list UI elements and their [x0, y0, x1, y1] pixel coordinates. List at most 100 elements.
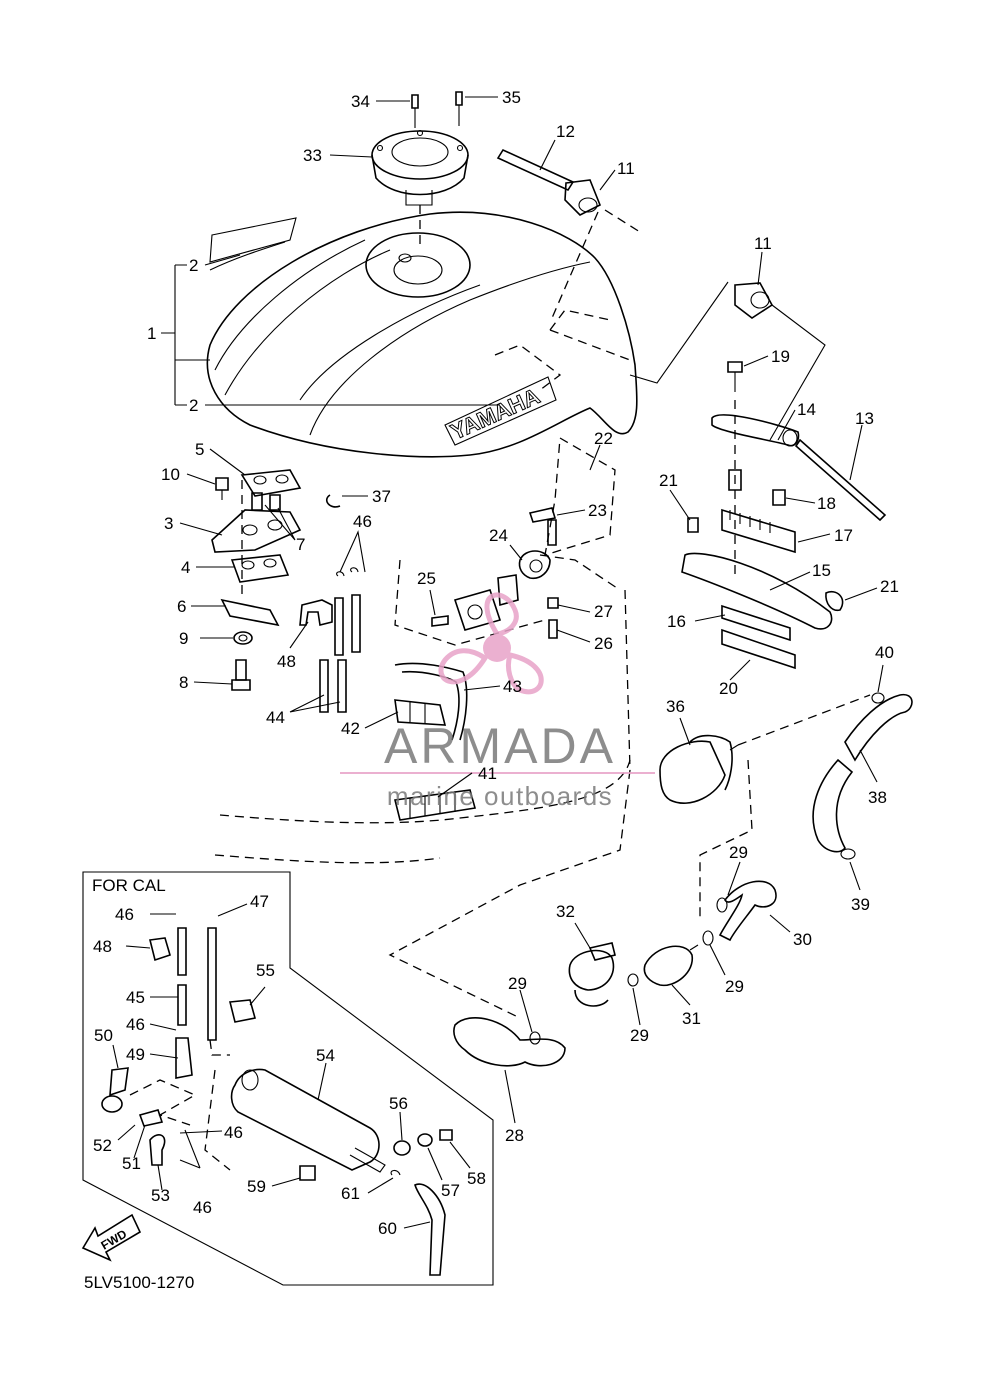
tank-outline-lower2 [214, 854, 441, 864]
callout-22: 22 [594, 429, 613, 448]
callout-51: 51 [122, 1154, 141, 1173]
callout-18: 18 [817, 494, 836, 513]
fuel-cap-assembly [371, 91, 469, 245]
callout-30: 30 [793, 930, 812, 949]
callout-24: 24 [489, 526, 508, 545]
callout-40: 40 [875, 643, 894, 662]
callout-12: 12 [556, 122, 575, 141]
propeller-logo-icon [438, 592, 544, 695]
fuel-tank: YAMAHA [206, 211, 638, 458]
watermark-tagline: marine outboards [387, 781, 613, 811]
watermark-brand: ARMADA [384, 718, 616, 774]
callout-27: 27 [594, 602, 613, 621]
callout-48-cal: 48 [93, 937, 112, 956]
callout-15: 15 [812, 561, 831, 580]
callout-56: 56 [389, 1094, 408, 1113]
callout-28: 28 [505, 1126, 524, 1145]
callout-2-bottom: 2 [189, 396, 198, 415]
callout-21-left: 21 [659, 471, 678, 490]
hose-28 [453, 1017, 566, 1067]
callout-39: 39 [851, 895, 870, 914]
callout-58: 58 [467, 1169, 486, 1188]
callout-53: 53 [151, 1186, 170, 1205]
callout-9: 9 [179, 629, 188, 648]
leader-lines [112, 96, 884, 1229]
callout-23: 23 [588, 501, 607, 520]
callout-29-mid: 29 [725, 977, 744, 996]
callout-42: 42 [341, 719, 360, 738]
callout-11-top: 11 [617, 159, 635, 178]
fwd-arrow-icon: FWD [81, 1213, 142, 1262]
callout-60: 60 [378, 1219, 397, 1238]
callout-25: 25 [417, 569, 436, 588]
callout-33: 33 [303, 146, 322, 165]
callout-41: 41 [478, 764, 497, 783]
front-bracket-group [211, 469, 302, 691]
callout-17: 17 [834, 526, 853, 545]
rear-bracket-group [629, 281, 887, 670]
pump-bracket-box [394, 437, 621, 646]
callout-43: 43 [503, 677, 522, 696]
callout-2-top: 2 [189, 256, 198, 275]
armada-watermark: ARMADA marine outboards [340, 592, 655, 811]
tank-outline-lower [219, 759, 631, 824]
callout-46-cal-mid: 46 [126, 1015, 145, 1034]
fuel-filter-31 [627, 944, 699, 987]
diagram-code: 5LV5100-1270 [84, 1273, 194, 1292]
callout-37: 37 [372, 487, 391, 506]
callout-44: 44 [266, 708, 285, 727]
callout-4: 4 [181, 558, 190, 577]
vent-hose-12 [496, 148, 641, 319]
callout-59: 59 [247, 1177, 266, 1196]
callout-52: 52 [93, 1136, 112, 1155]
callout-20: 20 [719, 679, 738, 698]
clip-37 [325, 494, 341, 508]
callout-3: 3 [164, 514, 173, 533]
callout-57: 57 [441, 1181, 460, 1200]
callout-16: 16 [667, 612, 686, 631]
callout-45: 45 [126, 988, 145, 1007]
hose-30 [702, 880, 777, 946]
callout-26: 26 [594, 634, 613, 653]
fwd-label: FWD [99, 1227, 130, 1253]
callout-38: 38 [868, 788, 887, 807]
callout-1: 1 [147, 324, 156, 343]
callout-14: 14 [797, 400, 816, 419]
filter-bracket-32 [568, 942, 616, 1007]
hose-38 [812, 692, 913, 860]
fuel-line-route-2 [699, 759, 753, 918]
callout-46-cal-bottom: 46 [193, 1198, 212, 1217]
callout-5: 5 [195, 440, 204, 459]
callout-29-hose: 29 [508, 974, 527, 993]
for-cal-box: FOR CAL [82, 871, 494, 1286]
callout-19: 19 [771, 347, 790, 366]
callout-50: 50 [94, 1026, 113, 1045]
callout-36: 36 [666, 697, 685, 716]
hoses-44 [299, 567, 361, 713]
callout-21-right: 21 [880, 577, 899, 596]
callout-6: 6 [177, 597, 186, 616]
callout-34: 34 [351, 92, 370, 111]
callout-31: 31 [682, 1009, 701, 1028]
callout-labels: 34 35 33 12 11 11 1 2 2 19 14 13 5 10 3 … [93, 88, 899, 1238]
for-cal-title: FOR CAL [92, 876, 166, 895]
callout-32: 32 [556, 902, 575, 921]
fuel-line-route [388, 589, 631, 1019]
callout-7: 7 [296, 535, 305, 554]
callout-46-cal-top: 46 [115, 905, 134, 924]
callout-61: 61 [341, 1184, 360, 1203]
callout-35: 35 [502, 88, 521, 107]
callout-54: 54 [316, 1046, 335, 1065]
callout-29-low: 29 [630, 1026, 649, 1045]
callout-46-cal-right: 46 [224, 1123, 243, 1142]
callout-48-tank: 48 [277, 652, 296, 671]
tank-brand-text: YAMAHA [447, 383, 544, 444]
callout-49: 49 [126, 1045, 145, 1064]
callout-13: 13 [855, 409, 874, 428]
callout-11-right: 11 [754, 234, 772, 253]
callout-47: 47 [250, 892, 269, 911]
callout-29-top: 29 [729, 843, 748, 862]
canister-54 [230, 1068, 453, 1276]
